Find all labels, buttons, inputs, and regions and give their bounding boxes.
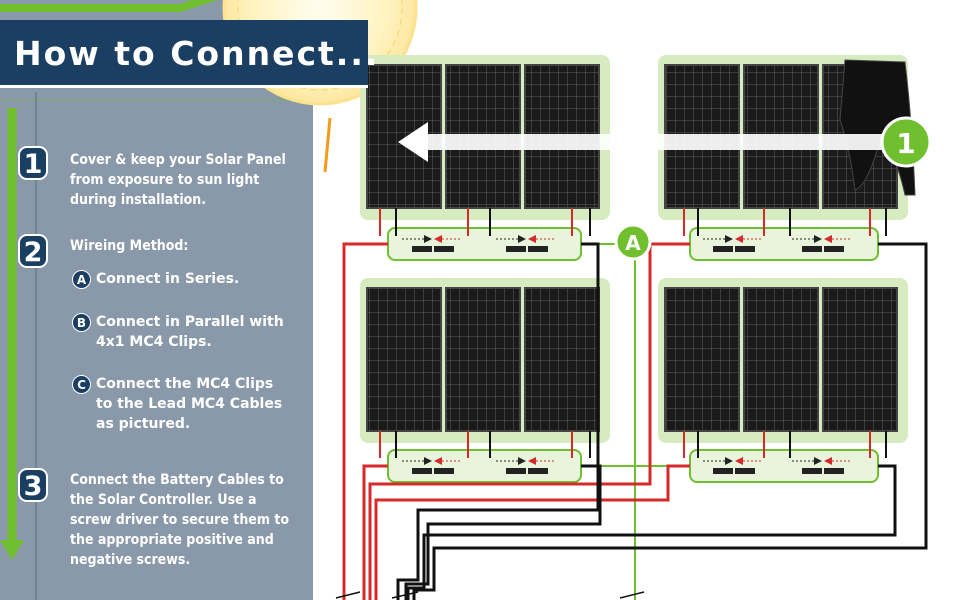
step-3-text: Connect the Battery Cables to the Solar … — [70, 472, 290, 568]
panel-group-top-left — [360, 55, 610, 220]
step-1-marker: 1 — [880, 116, 932, 168]
substep-a-letter: A — [72, 270, 91, 289]
substep-b-letter: B — [72, 313, 91, 332]
substep-c-text: Connect the MC4 Clips to the Lead MC4 Ca… — [96, 376, 283, 432]
step-3-number: 3 — [18, 468, 48, 502]
step-1-number: 1 — [18, 146, 48, 180]
ground-ticks — [335, 591, 645, 599]
sidebar-decoration — [0, 0, 310, 600]
connector-icons — [402, 235, 850, 474]
arrow-left-icon — [398, 122, 890, 162]
step-2-text: Wireing Method: — [70, 238, 189, 254]
series-marker-a: A — [614, 223, 652, 261]
negative-cables — [396, 242, 928, 600]
panel-lead-wires — [379, 208, 887, 458]
substep-b-text: Connect in Parallel with 4x1 MC4 Clips. — [96, 314, 284, 350]
series-marker-a-label: A — [625, 231, 641, 255]
panel-group-bottom-right — [658, 278, 908, 443]
panel-group-bottom-left — [360, 278, 610, 443]
positive-cables — [342, 242, 690, 600]
substep-c-letter: C — [72, 375, 91, 394]
step-1-marker-label: 1 — [896, 127, 915, 160]
step-1-text: Cover & keep your Solar Panel from expos… — [70, 152, 286, 208]
step-2-number: 2 — [18, 234, 48, 268]
substep-a-text: Connect in Series. — [96, 271, 240, 287]
title-banner: How to Connect... — [0, 20, 377, 88]
page-title: How to Connect... — [14, 34, 380, 73]
